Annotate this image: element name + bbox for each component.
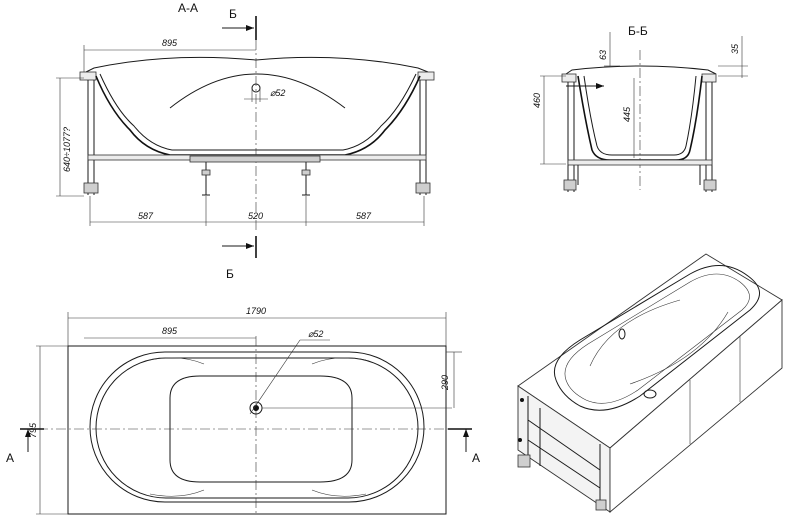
tub-body-outer xyxy=(95,75,421,156)
dim-label-1790: 1790 xyxy=(246,306,266,316)
iso-foot-2 xyxy=(595,499,607,511)
tub-rim-top xyxy=(85,56,429,73)
iso-foot-1 xyxy=(517,454,531,468)
section-bb-view: Б-Б 63 35 460 xyxy=(532,24,748,192)
isometric-view xyxy=(517,253,783,513)
dim-label-587-left: 587 xyxy=(138,211,154,221)
frame-foot-left xyxy=(83,182,99,194)
dim-label-587-right: 587 xyxy=(356,211,372,221)
dim-label-520: 520 xyxy=(248,211,263,221)
bb-crossbar xyxy=(567,159,713,166)
cut-marker-b-top-label: Б xyxy=(229,7,237,21)
rim-left-block xyxy=(79,71,97,81)
cut-arrowhead-b-top xyxy=(246,25,254,31)
section-bb-title: Б-Б xyxy=(628,24,648,38)
plan-outer-rim xyxy=(67,345,447,515)
dim-label-795: 795 xyxy=(28,422,38,438)
iso-tub-opening-outer xyxy=(554,265,760,411)
frame-support-center xyxy=(189,155,321,163)
iso-tub-opening-inner xyxy=(564,273,750,404)
dim-label-460: 460 xyxy=(532,93,542,108)
plan-view: 1790 895 ⌀52 290 795 xyxy=(6,306,480,515)
rim-right-block xyxy=(417,71,435,81)
frame-foot-right xyxy=(415,182,431,194)
cut-marker-a-right-label: А xyxy=(472,451,480,465)
iso-overflow xyxy=(618,328,626,340)
iso-drain xyxy=(643,389,657,399)
dim-label-drain-aa: ⌀52 xyxy=(270,88,285,98)
dim-label-plan-895: 895 xyxy=(162,326,178,336)
plan-tub-oval-outer xyxy=(89,351,425,503)
section-aa-view: А-А Б 895 ⌀52 xyxy=(56,1,435,281)
dim-label-height-aa: 640÷1077? xyxy=(62,127,72,172)
foot-left xyxy=(201,162,211,196)
cut-marker-a-left-label: А xyxy=(6,451,14,465)
dim-label-63: 63 xyxy=(598,50,608,60)
cut-marker-b-bottom-label: Б xyxy=(226,267,234,281)
plan-tub-bottom xyxy=(169,375,353,483)
foot-right xyxy=(301,162,311,196)
dim-label-445: 445 xyxy=(622,106,632,122)
dim-label-895: 895 xyxy=(162,38,178,48)
section-aa-title: А-А xyxy=(178,1,198,15)
tub-body-inner xyxy=(99,73,417,151)
tub-inner-arc xyxy=(169,73,346,109)
dim-label-290: 290 xyxy=(440,375,450,391)
plan-tub-oval-inner xyxy=(95,357,419,499)
bb-rim xyxy=(565,65,717,75)
dim-label-plan-drain: ⌀52 xyxy=(308,329,323,339)
dim-label-35: 35 xyxy=(730,43,740,54)
iso-front-panel xyxy=(609,299,783,513)
bb-tub-inner xyxy=(583,75,697,156)
plan-drain-inner xyxy=(253,405,259,411)
